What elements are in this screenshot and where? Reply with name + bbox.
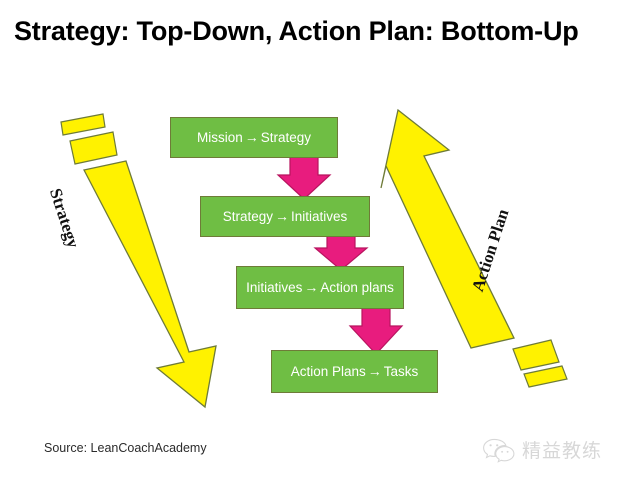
process-box-to: Tasks — [383, 363, 419, 379]
process-box-from: Strategy — [222, 208, 273, 224]
right-arrow-dash-1 — [512, 339, 560, 371]
process-box-label: Action Plans→Tasks — [291, 363, 419, 381]
right-arrow-icon: → — [367, 362, 382, 379]
process-box-initiatives-actionplans[interactable]: Initiatives→Action plans — [236, 266, 404, 309]
process-box-from: Action Plans — [290, 363, 366, 379]
process-box-label: Mission→Strategy — [197, 129, 311, 147]
process-box-actionplans-tasks[interactable]: Action Plans→Tasks — [271, 350, 438, 393]
process-box-to: Action plans — [320, 279, 394, 295]
connector-arrow-1 — [276, 151, 332, 200]
page-title: Strategy: Top-Down, Action Plan: Bottom-… — [14, 16, 579, 46]
source-credit: Source: LeanCoachAcademy — [44, 441, 207, 455]
pink-connectors — [276, 151, 404, 355]
process-box-to: Initiatives — [291, 208, 348, 224]
connector-arrow-3 — [348, 303, 404, 355]
process-box-from: Initiatives — [246, 279, 303, 295]
process-box-strategy-initiatives[interactable]: Strategy→Initiatives — [200, 196, 370, 237]
process-box-label: Strategy→Initiatives — [223, 208, 348, 226]
left-arrow-dash-1 — [60, 113, 106, 136]
watermark: 精益教练 — [482, 436, 602, 463]
right-arrow-icon: → — [244, 128, 259, 145]
right-arrow-body — [380, 108, 515, 349]
process-box-mission-strategy[interactable]: Mission→Strategy — [170, 117, 338, 158]
left-arrow-body — [83, 160, 217, 409]
right-arrow-icon: → — [275, 207, 289, 224]
process-box-to: Strategy — [260, 129, 312, 145]
process-box-from: Mission — [196, 129, 243, 145]
left-arrow-dash-2 — [69, 131, 118, 165]
right-arrow-dash-2 — [523, 365, 568, 388]
right-arrow-icon: → — [304, 278, 319, 295]
wechat-icon — [483, 438, 515, 463]
right-yellow-arrow — [380, 108, 568, 388]
watermark-text: 精益教练 — [522, 440, 603, 462]
process-box-label: Initiatives→Action plans — [246, 279, 394, 297]
left-yellow-arrow — [60, 113, 217, 409]
